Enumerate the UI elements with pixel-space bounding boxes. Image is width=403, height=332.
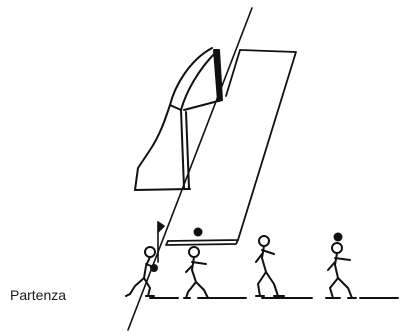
ball-icon <box>194 228 203 237</box>
corner-flag-icon <box>158 222 164 262</box>
running-player-icon <box>328 233 356 299</box>
running-player-icon <box>126 247 158 296</box>
bench-icon <box>166 50 296 245</box>
start-label: Partenza <box>10 287 66 303</box>
running-player-icon <box>256 236 284 296</box>
running-player-icon <box>184 247 214 298</box>
